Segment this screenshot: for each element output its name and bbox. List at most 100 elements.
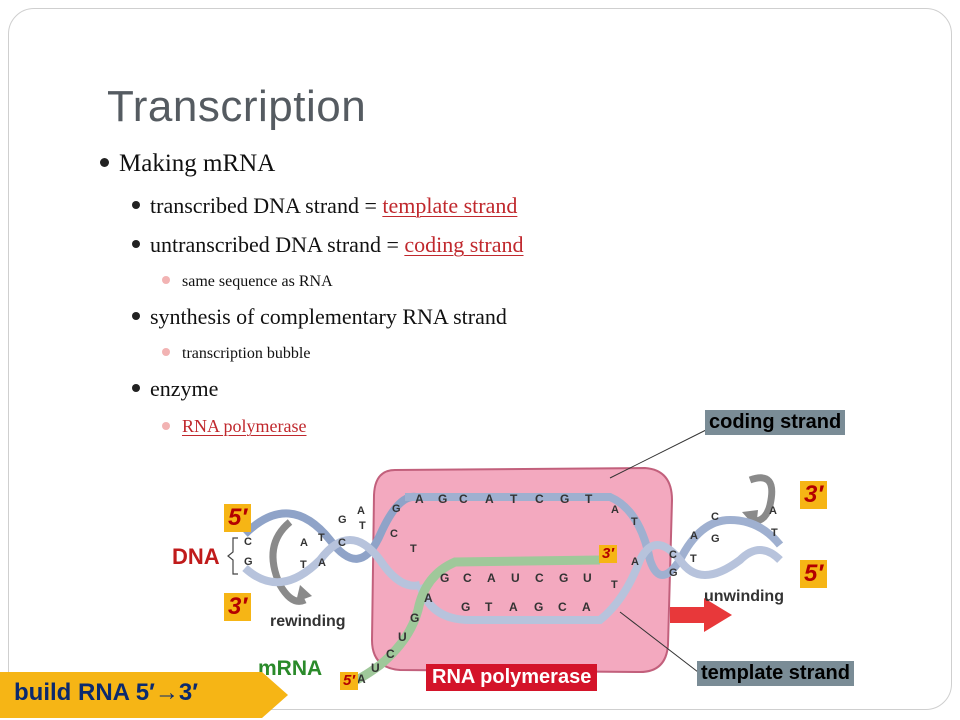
helix-base: G — [711, 533, 720, 545]
bullet-text: untranscribed DNA strand = — [150, 232, 405, 257]
coding-base: G — [560, 492, 569, 506]
mrna-base: A — [424, 591, 433, 605]
rna-base: C — [463, 571, 472, 585]
coding-base: T — [510, 492, 518, 506]
bullet-dot-icon — [100, 157, 109, 167]
bullet-text: synthesis of complementary RNA strand — [150, 304, 507, 329]
build-rna-banner — [0, 672, 288, 718]
bullet-transcribed: transcribed DNA strand = template strand — [132, 193, 517, 219]
helix-base: A — [769, 505, 777, 517]
mrna-base: U — [371, 661, 380, 675]
helix-base: T — [410, 543, 417, 555]
bullet-same-sequence: same sequence as RNA — [162, 273, 333, 291]
helix-base: T — [631, 516, 638, 528]
bullet-making-mrna: Making mRNA — [100, 150, 275, 178]
rna-polymerase-link[interactable]: RNA polymerase — [182, 416, 307, 436]
template-base: G — [534, 600, 543, 614]
bullet-text: same sequence as RNA — [182, 273, 333, 290]
coding-base: C — [535, 492, 544, 506]
five-prime-right-label: 5′ — [800, 560, 828, 588]
helix-base: A — [631, 556, 639, 568]
bullet-rna-polymerase: RNA polymerase — [162, 416, 306, 437]
left-dna-strand-top — [242, 492, 422, 563]
rna-polymerase-label: RNA polymerase — [426, 664, 598, 691]
coding-base: A — [485, 492, 494, 506]
helix-base: G — [244, 556, 253, 568]
mrna-base: U — [398, 630, 407, 644]
template-base: T — [485, 600, 493, 614]
slide-title: Transcription — [107, 82, 367, 131]
bullet-transcription-bubble: transcription bubble — [162, 345, 310, 363]
template-strand-line — [416, 558, 644, 624]
build-rna-text: build RNA 5′→3′ — [14, 679, 198, 706]
rna-base: C — [535, 571, 544, 585]
helix-base: G — [338, 514, 347, 526]
unwinding-label: unwinding — [704, 588, 784, 605]
mrna-label: mRNA — [258, 657, 323, 680]
template-base: G — [461, 600, 470, 614]
helix-base: A — [611, 504, 619, 516]
bullet-text: transcribed DNA strand = — [150, 193, 383, 218]
bullet-dot-icon — [132, 239, 140, 248]
helix-base: A — [357, 505, 365, 517]
mrna-base: A — [357, 672, 366, 686]
helix-base: T — [318, 532, 325, 544]
five-prime-left-label: 5′ — [224, 504, 252, 532]
helix-base: C — [669, 549, 677, 561]
direction-arrow-icon — [704, 598, 732, 632]
coding-base: T — [585, 492, 593, 506]
bullet-dot-icon — [132, 383, 140, 392]
coding-base: C — [459, 492, 468, 506]
helix-base: T — [690, 553, 697, 565]
helix-base: A — [690, 530, 698, 542]
rna-base: A — [487, 571, 496, 585]
template-strand-label: template strand — [697, 661, 854, 686]
coding-base: G — [438, 492, 447, 506]
bullet-dot-icon — [132, 200, 140, 209]
helix-base: C — [711, 511, 719, 523]
template-strand-callout — [619, 611, 699, 673]
helix-base: T — [771, 527, 778, 539]
bullet-enzyme: enzyme — [132, 376, 218, 402]
bullet-text: Making mRNA — [119, 150, 276, 177]
bullet-text: enzyme — [150, 376, 219, 401]
helix-base: G — [669, 567, 678, 579]
helix-base: T — [611, 579, 618, 591]
template-base: C — [558, 600, 567, 614]
bullet-dot-icon — [162, 348, 170, 357]
rna-base: G — [559, 571, 568, 585]
helix-base: C — [338, 537, 346, 549]
coding-base: A — [415, 492, 424, 506]
coding-strand-label: coding strand — [705, 410, 846, 435]
unwinding-arrow-icon — [747, 474, 776, 525]
bullet-synthesis: synthesis of complementary RNA strand — [132, 304, 507, 330]
helix-base: T — [359, 520, 366, 532]
bullet-untranscribed: untranscribed DNA strand = coding strand — [132, 232, 524, 258]
rna-base: U — [511, 571, 520, 585]
five-prime-rna-label: 5′ — [340, 672, 358, 690]
helix-base: C — [244, 536, 252, 548]
three-prime-right-label: 3′ — [800, 481, 828, 509]
helix-base: G — [392, 503, 401, 515]
three-prime-left-label: 3′ — [224, 593, 252, 621]
bullet-dot-icon — [162, 276, 170, 285]
bullet-dot-icon — [132, 311, 140, 320]
coding-strand-link[interactable]: coding strand — [404, 232, 524, 257]
bullet-text: transcription bubble — [182, 345, 311, 362]
helix-base: T — [300, 559, 307, 571]
rewinding-label: rewinding — [270, 613, 346, 630]
helix-base: A — [318, 557, 326, 569]
coding-strand-callout — [609, 429, 707, 479]
dna-bracket — [227, 537, 238, 575]
rna-base: U — [583, 571, 592, 585]
template-strand-link[interactable]: template strand — [382, 193, 518, 218]
rna-strand-line — [343, 555, 601, 690]
bullet-dot-icon — [162, 421, 170, 430]
rna-base: G — [440, 571, 449, 585]
helix-base: A — [300, 537, 308, 549]
three-prime-rna-label: 3′ — [599, 545, 617, 563]
template-base: A — [509, 600, 518, 614]
mrna-base: C — [386, 647, 395, 661]
template-base: A — [582, 600, 591, 614]
